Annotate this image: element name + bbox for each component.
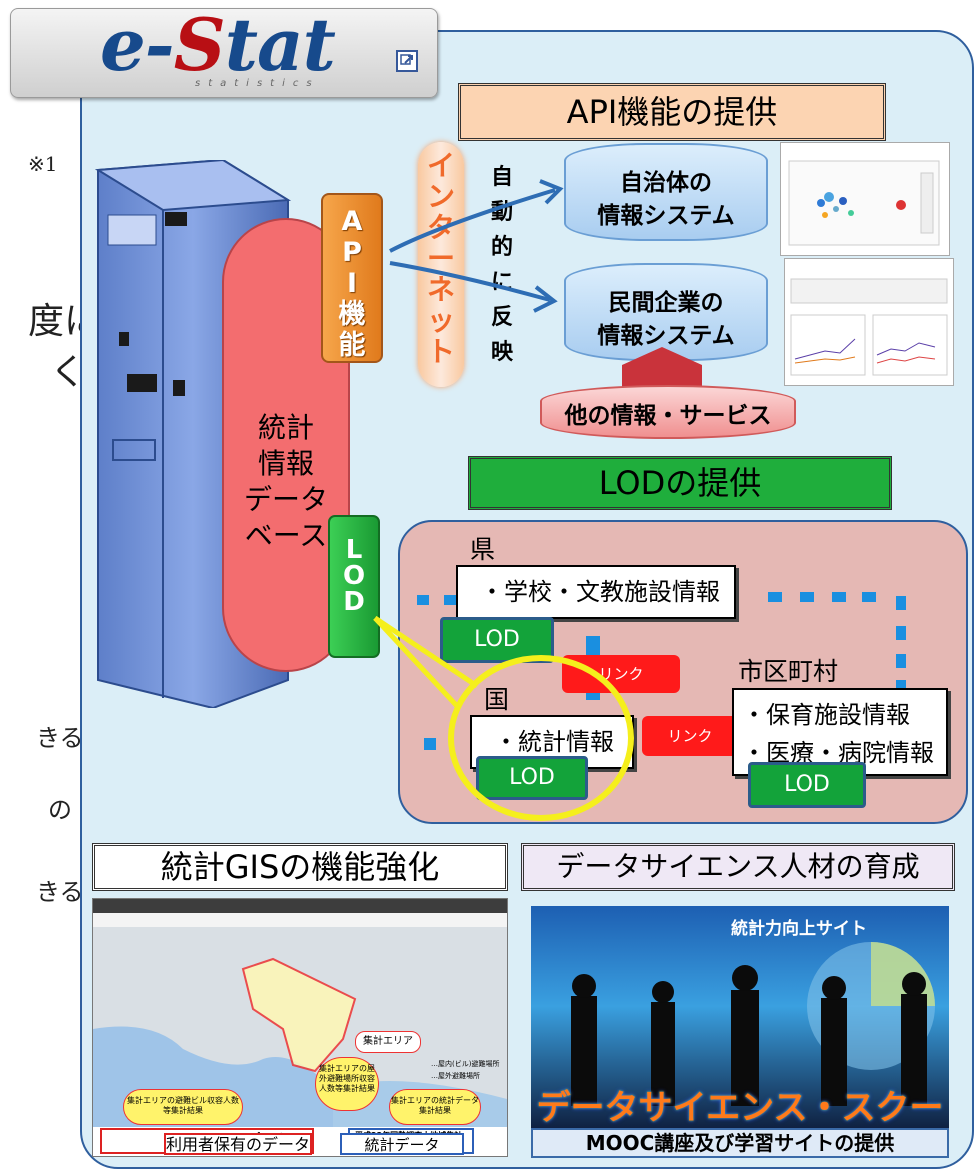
left-text-5: きる [36, 878, 84, 906]
callout-area: 集計エリア [355, 1031, 421, 1053]
link-badge-vertical[interactable]: リンク [562, 655, 680, 693]
data-science-banner[interactable]: 統計力向上サイト データサイエンス・スクール [531, 906, 949, 1129]
logo-tagline: statistics [195, 78, 320, 89]
database-label: 統計情報データベース [243, 411, 328, 552]
municipality-label: 市区町村 [738, 657, 839, 686]
link-dot [896, 596, 906, 610]
user-data-label: 利用者保有のデータ [164, 1133, 312, 1155]
api-arrows [389, 179, 564, 313]
ds-section-header: データサイエンス人材の育成 [521, 843, 955, 891]
logo-brand: e-Stat [100, 2, 336, 87]
link-dot [424, 738, 436, 750]
callout-stats: 集計エリアの統計データ集計結果 [389, 1089, 481, 1125]
mooc-caption: MOOC講座及び学習サイトの提供 [531, 1128, 949, 1158]
internet-label: インターネット [426, 149, 455, 368]
prefecture-item: ・学校・文教施設情報 [480, 578, 720, 606]
link-dot [896, 654, 906, 668]
footnote-mark: ※1 [28, 152, 58, 176]
link-dot [862, 592, 876, 602]
link-dot [896, 680, 906, 692]
external-link-icon[interactable] [396, 50, 418, 72]
other-services: 他の情報・サービス [540, 385, 796, 439]
link-badge-horizontal[interactable]: リンク [642, 716, 738, 756]
up-arrow-icon [622, 347, 702, 387]
internet-banner [418, 142, 464, 387]
highlight-callout [373, 615, 634, 821]
left-text-4: の [48, 796, 72, 824]
municipality-lod-button[interactable]: LOD [748, 762, 866, 808]
local-gov-system: 自治体の情報システム [564, 143, 768, 241]
callout-building: 集計エリアの避難ビル収容人数等集計結果 [123, 1089, 243, 1125]
national-lod-button[interactable]: LOD [476, 756, 588, 800]
e-stat-logo[interactable] [10, 8, 438, 98]
national-item: ・統計情報 [494, 728, 614, 756]
link-dot [444, 595, 456, 605]
left-text-3: きる [36, 724, 84, 752]
link-dot [800, 592, 814, 602]
link-dot [832, 592, 846, 602]
prefecture-label: 県 [470, 535, 496, 564]
scatter-thumbnail [780, 142, 950, 256]
link-dot [417, 595, 429, 605]
api-function-box[interactable] [321, 193, 383, 363]
prefecture-lod-button[interactable]: LOD [440, 617, 554, 663]
callout-outdoor: 集計エリアの屋外避難場所収容人数等集計結果 [315, 1057, 379, 1111]
legend-outdoor: …屋外避難場所 [431, 1072, 480, 1080]
municipality-item-1: ・保育施設情報 [742, 701, 910, 729]
lod-section-header: LODの提供 [468, 456, 892, 510]
link-dot [768, 592, 782, 602]
ds-site-title: 統計力向上サイト [731, 919, 867, 939]
gis-section-header: 統計GISの機能強化 [92, 843, 508, 891]
ds-school-title: データサイエンス・スクール [536, 1088, 944, 1128]
lod-side-box[interactable] [328, 515, 380, 658]
national-label: 国 [484, 685, 510, 714]
link-dot [896, 626, 906, 640]
auto-reflect-label: 自動的に反映 [490, 165, 513, 365]
api-section-header: API機能の提供 [458, 83, 886, 141]
line-chart-thumbnail [784, 258, 954, 386]
private-company-system: 民間企業の情報システム [564, 263, 768, 361]
legend-indoor: …屋内(ビル)避難場所 [431, 1060, 500, 1068]
municipality-card: ・保育施設情報 ・医療・病院情報 [732, 688, 948, 776]
gis-map[interactable]: 集計エリア 集計エリアの屋外避難場所収容人数等集計結果 集計エリアの避難ビル収容… [92, 898, 508, 1157]
stat-data-label: 統計データ [340, 1133, 464, 1155]
prefecture-card: ・学校・文教施設情報 [456, 565, 736, 619]
